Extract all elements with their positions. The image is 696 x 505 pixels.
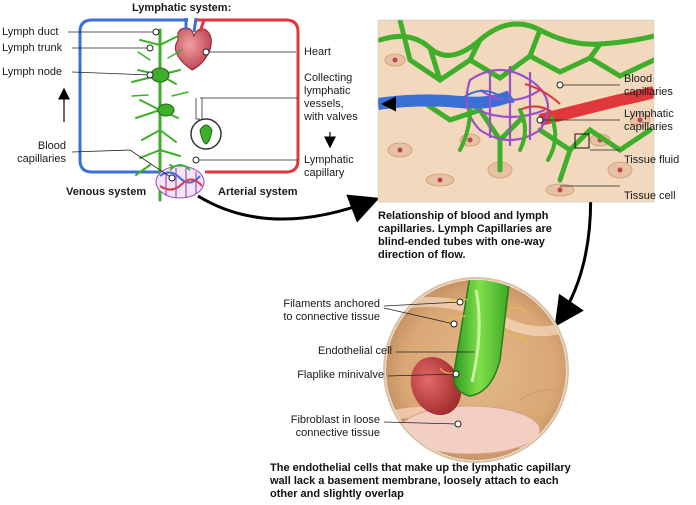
curved-arrow-icon [197, 194, 380, 223]
label-filaments-1: Filaments anchored [283, 298, 380, 310]
label-lymphatic-capillary-2: capillary [304, 167, 345, 179]
heart-icon [174, 17, 212, 71]
leader-dots [146, 28, 210, 182]
caption-bottom-3: other and slightly overlap [270, 488, 404, 500]
label-lymphatic-capillaries-1: Lymphatic [624, 108, 674, 120]
caption-top-2: capillaries. Lymph Capillaries are [378, 223, 552, 235]
caption-top-1: Relationship of blood and lymph [378, 210, 549, 222]
label-collecting-2: lymphatic [304, 85, 351, 97]
label-blood-capillaries-right-2: capillaries [624, 86, 673, 98]
label-blood-capillaries-left-2: capillaries [17, 153, 66, 165]
label-endothelial-cell: Endothelial cell [318, 345, 392, 357]
label-filaments-2: to connective tissue [283, 311, 380, 323]
label-lymphatic-capillary-1: Lymphatic [304, 154, 354, 166]
label-fibroblast-2: connective tissue [295, 427, 380, 439]
label-blood-capillaries-right-1: Blood [624, 73, 653, 85]
label-lymph-trunk: Lymph trunk [2, 42, 63, 54]
label-lymph-node: Lymph node [2, 66, 63, 78]
label-blood-capillaries-left-1: Blood [37, 140, 66, 152]
label-venous-system: Venous system [66, 186, 147, 198]
caption-bottom-1: The endothelial cells that make up the l… [270, 462, 571, 474]
label-heart: Heart [304, 46, 331, 58]
tissue-illustration [378, 20, 654, 202]
left-leader-lines [68, 31, 298, 179]
valve-zoom-icon [190, 98, 222, 150]
label-collecting-1: Collecting [304, 72, 353, 84]
detail-illustration [383, 277, 569, 463]
label-lymph-duct: Lymph duct [2, 26, 59, 38]
diagram-title: Lymphatic system: [132, 2, 232, 14]
capillary-bed-icon [155, 164, 205, 199]
circulation-loop [78, 18, 300, 174]
label-flaplike-minivalve: Flaplike minivalve [297, 369, 384, 381]
caption-top-3: blind-ended tubes with one-way [378, 236, 545, 248]
label-tissue-cell: Tissue cell [624, 190, 676, 202]
label-collecting-3: vessels, [304, 98, 344, 110]
label-tissue-fluid: Tissue fluid [624, 154, 680, 166]
lymph-node-icon [150, 67, 175, 117]
tissue-leader-lines [540, 84, 620, 187]
caption-top-4: direction of flow. [378, 249, 466, 261]
label-collecting-4: with valves [304, 111, 358, 123]
label-fibroblast-1: Fibroblast in loose [290, 414, 380, 426]
detail-leader-lines [383, 301, 474, 425]
label-arterial-system: Arterial system [218, 186, 298, 198]
label-lymphatic-capillaries-2: capillaries [624, 121, 673, 133]
caption-bottom-2: wall lack a basement membrane, loosely a… [270, 475, 559, 487]
